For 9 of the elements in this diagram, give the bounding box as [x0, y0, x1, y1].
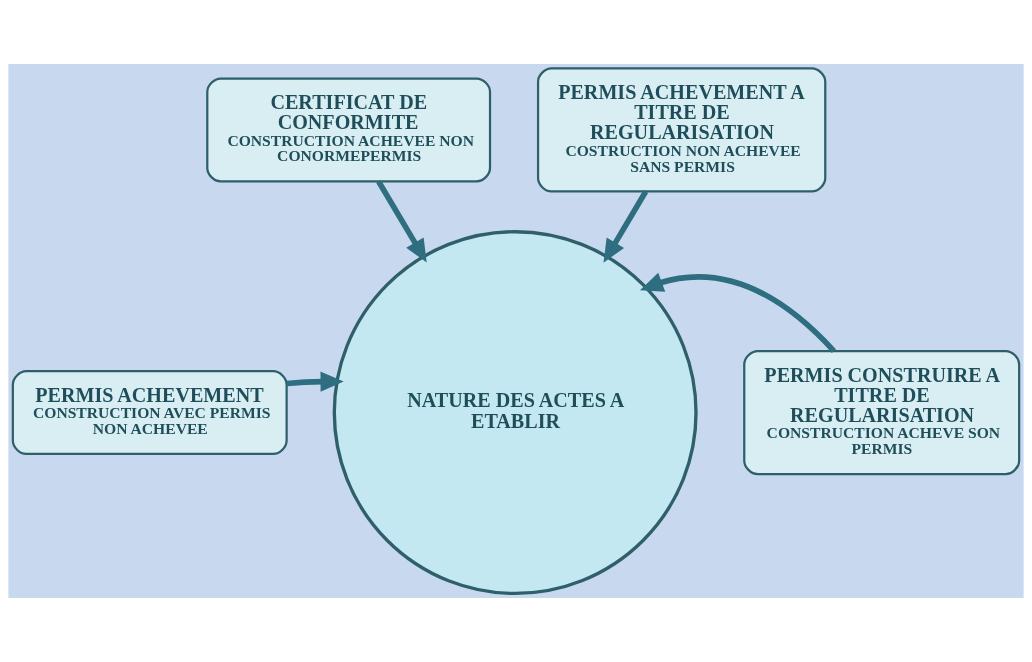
node-circle: NATURE DES ACTES A ETABLIR: [332, 230, 698, 596]
node-box: PERMIS ACHEVEMENT A TITRE DE REGULARISATION COSTRUCTION NON ACHEVEE SANS PERMIS: [536, 67, 827, 193]
node-box: CERTIFICAT DE CONFORMITE CONSTRUCTION ACHEVEE NON CONORMEPERMIS: [206, 77, 492, 183]
arrow: [639, 272, 836, 353]
arrow: [286, 371, 344, 392]
node-box: PERMIS ACHEVEMENT CONSTRUCTION AVEC PERMIS NON ACHEVEE: [11, 370, 288, 456]
arrow: [603, 190, 649, 263]
node-box: PERMIS CONSTRUIRE A TITRE DE REGULARISATION CONSTRUCTION ACHEVE SON PERMIS: [743, 350, 1021, 476]
arrow: [376, 180, 427, 263]
